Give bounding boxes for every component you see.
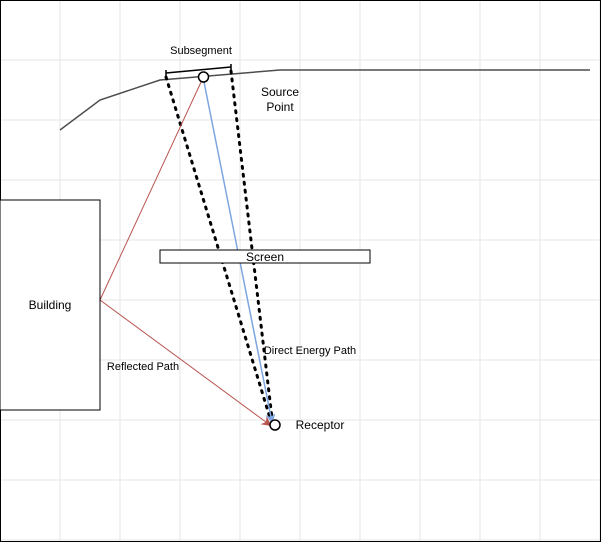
building-box [0, 199, 101, 411]
reflected-path-label: Reflected Path [107, 361, 179, 373]
dotted-boundary-right [229, 69, 274, 420]
source-point-label-line2: Point [266, 100, 294, 114]
reflected-path-arrow [99, 299, 272, 427]
dotted-boundary-left [164, 75, 272, 420]
source-point-label-line1: Source [261, 85, 299, 99]
receptor-marker [269, 419, 281, 431]
source-point-marker [197, 71, 210, 83]
receptor-label: Receptor [296, 418, 345, 432]
direct-energy-path-label: Direct Energy Path [264, 345, 356, 357]
building-label: Building [29, 298, 72, 312]
subsegment-label: Subsegment [170, 45, 232, 57]
road-line [59, 69, 590, 131]
reflected-path-incident-line [99, 79, 203, 301]
screen-box [159, 249, 371, 264]
screen-label: Screen [246, 250, 284, 264]
